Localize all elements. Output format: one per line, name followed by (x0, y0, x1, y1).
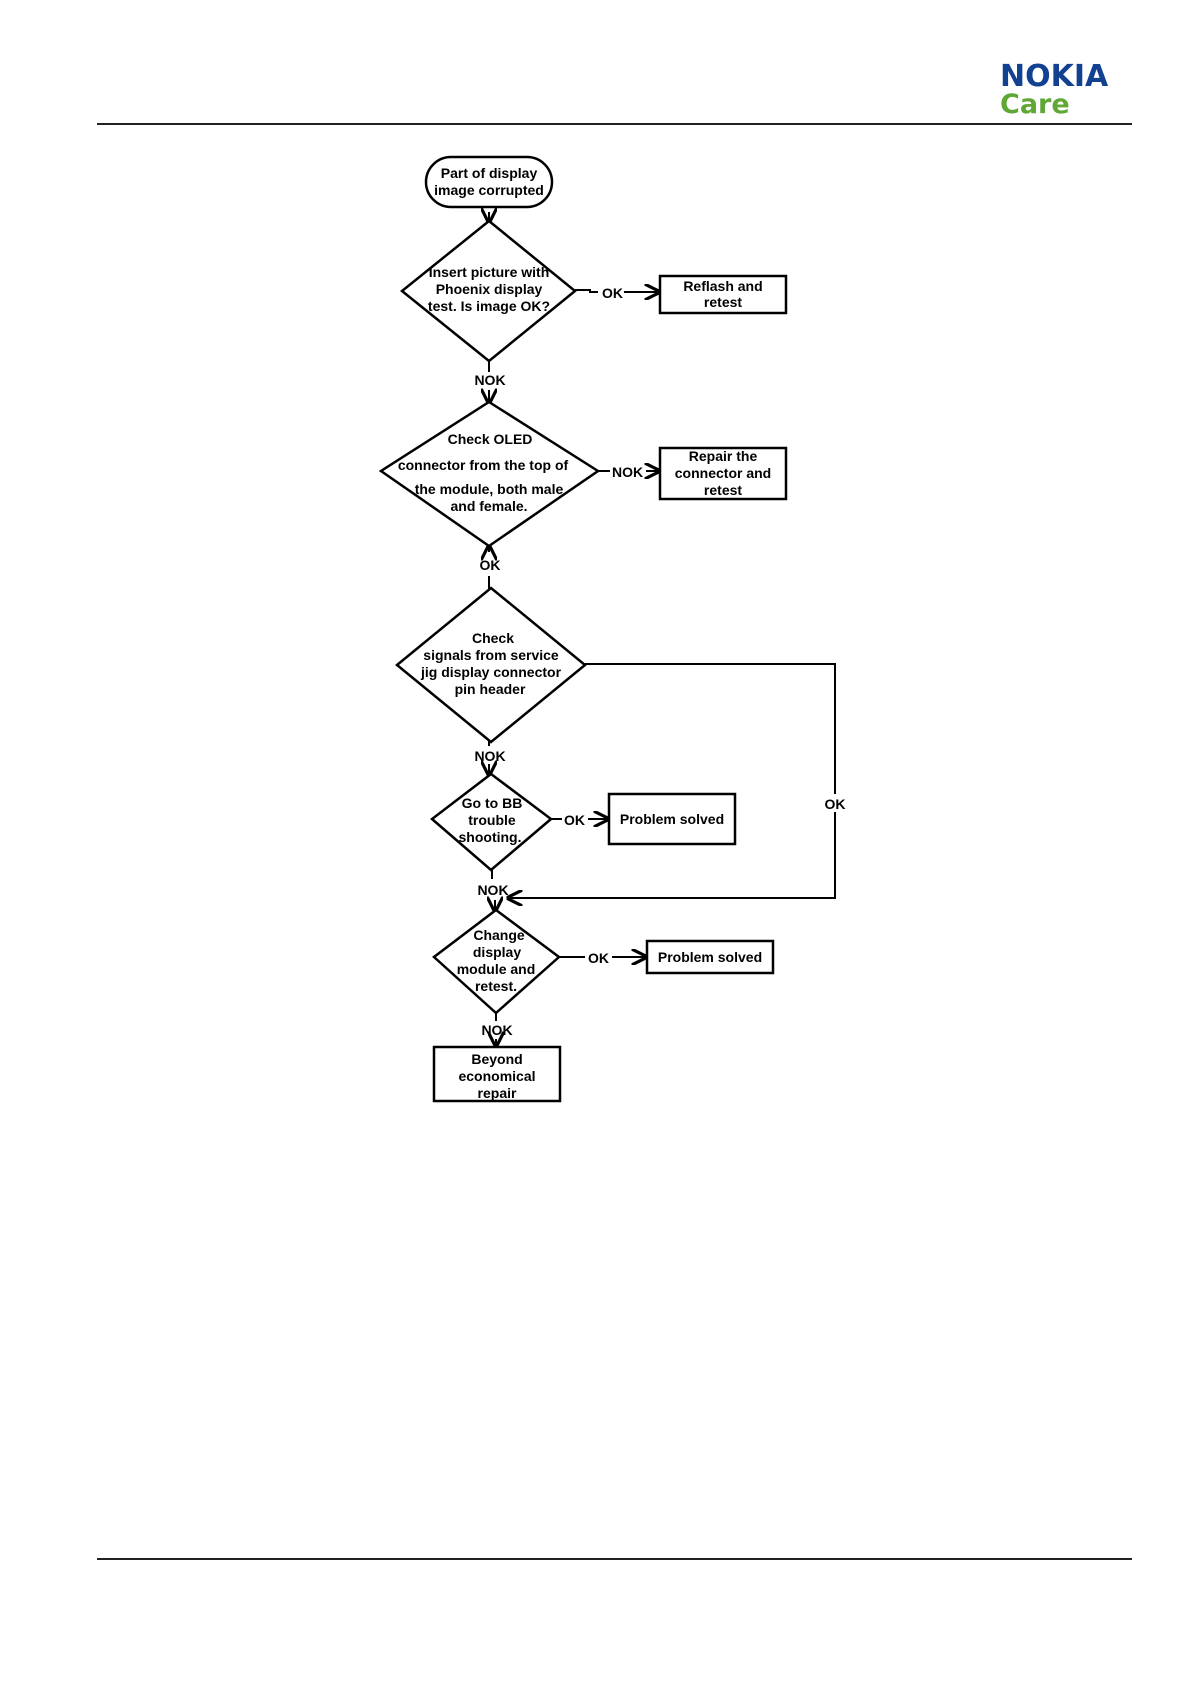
logo-brand: NOKIA (1000, 59, 1109, 94)
decision-change-display-module: Change display module and retest. (432, 908, 561, 1015)
decision5-line-3: module and (457, 961, 536, 977)
box-beyond-economical-repair: Beyond economical repair (432, 1045, 562, 1103)
repair-line-1: Repair the (689, 448, 758, 464)
reflash-line-1: Reflash and (683, 278, 762, 294)
decision5-ok-label: OK (588, 950, 609, 966)
box-problem-solved-2: Problem solved (645, 939, 775, 975)
decision3-line-1: Check (472, 630, 514, 646)
nokia-care-logo: NOKIA Care (1000, 62, 1135, 120)
decision2-line-2: connector from the top of (398, 457, 569, 473)
arrow-d3-ok-return (508, 812, 836, 898)
decision3-line-3: jig display connector (420, 664, 562, 680)
decision5-line-4: retest. (475, 978, 517, 994)
decision3-line-2: signals from service (423, 647, 559, 663)
header-rule (97, 123, 1132, 125)
decision1-line-3: test. Is image OK? (428, 298, 550, 314)
footer-rule (97, 1558, 1132, 1560)
solved1-text: Problem solved (620, 811, 724, 827)
decision1-line-2: Phoenix display (436, 281, 543, 297)
beyond-line-1: Beyond (471, 1051, 522, 1067)
decision4-line-1: Go to BB (462, 795, 523, 811)
decision-insert-picture: Insert picture with Phoenix display test… (400, 219, 577, 363)
decision2-line-4: and female. (450, 498, 527, 514)
box-problem-solved-1: Problem solved (607, 792, 737, 846)
decision4-ok-label: OK (564, 812, 585, 828)
repair-line-2: connector and (675, 465, 771, 481)
decision5-nok-label: NOK (481, 1022, 512, 1038)
decision5-line-1: Change (473, 927, 525, 943)
connectors (489, 212, 836, 1046)
decision1-ok-label: OK (602, 285, 623, 301)
decision4-line-2: trouble (468, 812, 516, 828)
start-line-2: image corrupted (434, 182, 544, 198)
decision2-nok-label: NOK (612, 464, 643, 480)
decision3-nok-label: NOK (474, 748, 505, 764)
decision2-line-3: the module, both male (415, 481, 564, 497)
beyond-line-2: economical (458, 1068, 535, 1084)
reflash-line-2: retest (704, 294, 742, 310)
start-line-1: Part of display (441, 165, 538, 181)
start-terminator: Part of display image corrupted (424, 155, 554, 209)
line-d3-ok-right (585, 663, 836, 794)
beyond-line-3: repair (478, 1085, 517, 1101)
box-repair-connector: Repair the connector and retest (658, 446, 788, 501)
decision2-ok-label: OK (480, 557, 501, 573)
solved2-text: Problem solved (658, 949, 762, 965)
decision-check-oled-connector: Check OLED connector from the top of the… (378, 400, 601, 548)
decision5-line-2: display (473, 944, 521, 960)
decision-check-signals: Check signals from service jig display c… (395, 586, 587, 744)
decision-go-to-bb: Go to BB trouble shooting. (430, 772, 554, 872)
decision4-line-3: shooting. (459, 829, 522, 845)
decision1-nok-label: NOK (474, 372, 505, 388)
repair-line-3: retest (704, 482, 742, 498)
decision2-line-1: Check OLED (448, 431, 533, 447)
box-reflash-and-retest: Reflash and retest (658, 274, 788, 315)
decision3-line-4: pin header (455, 681, 526, 697)
decision4-nok-label: NOK (477, 882, 508, 898)
decision3-ok-label: OK (825, 796, 846, 812)
line-d1-ok (575, 289, 598, 293)
logo-care: Care (1000, 89, 1070, 120)
decision1-line-1: Insert picture with (429, 264, 550, 280)
